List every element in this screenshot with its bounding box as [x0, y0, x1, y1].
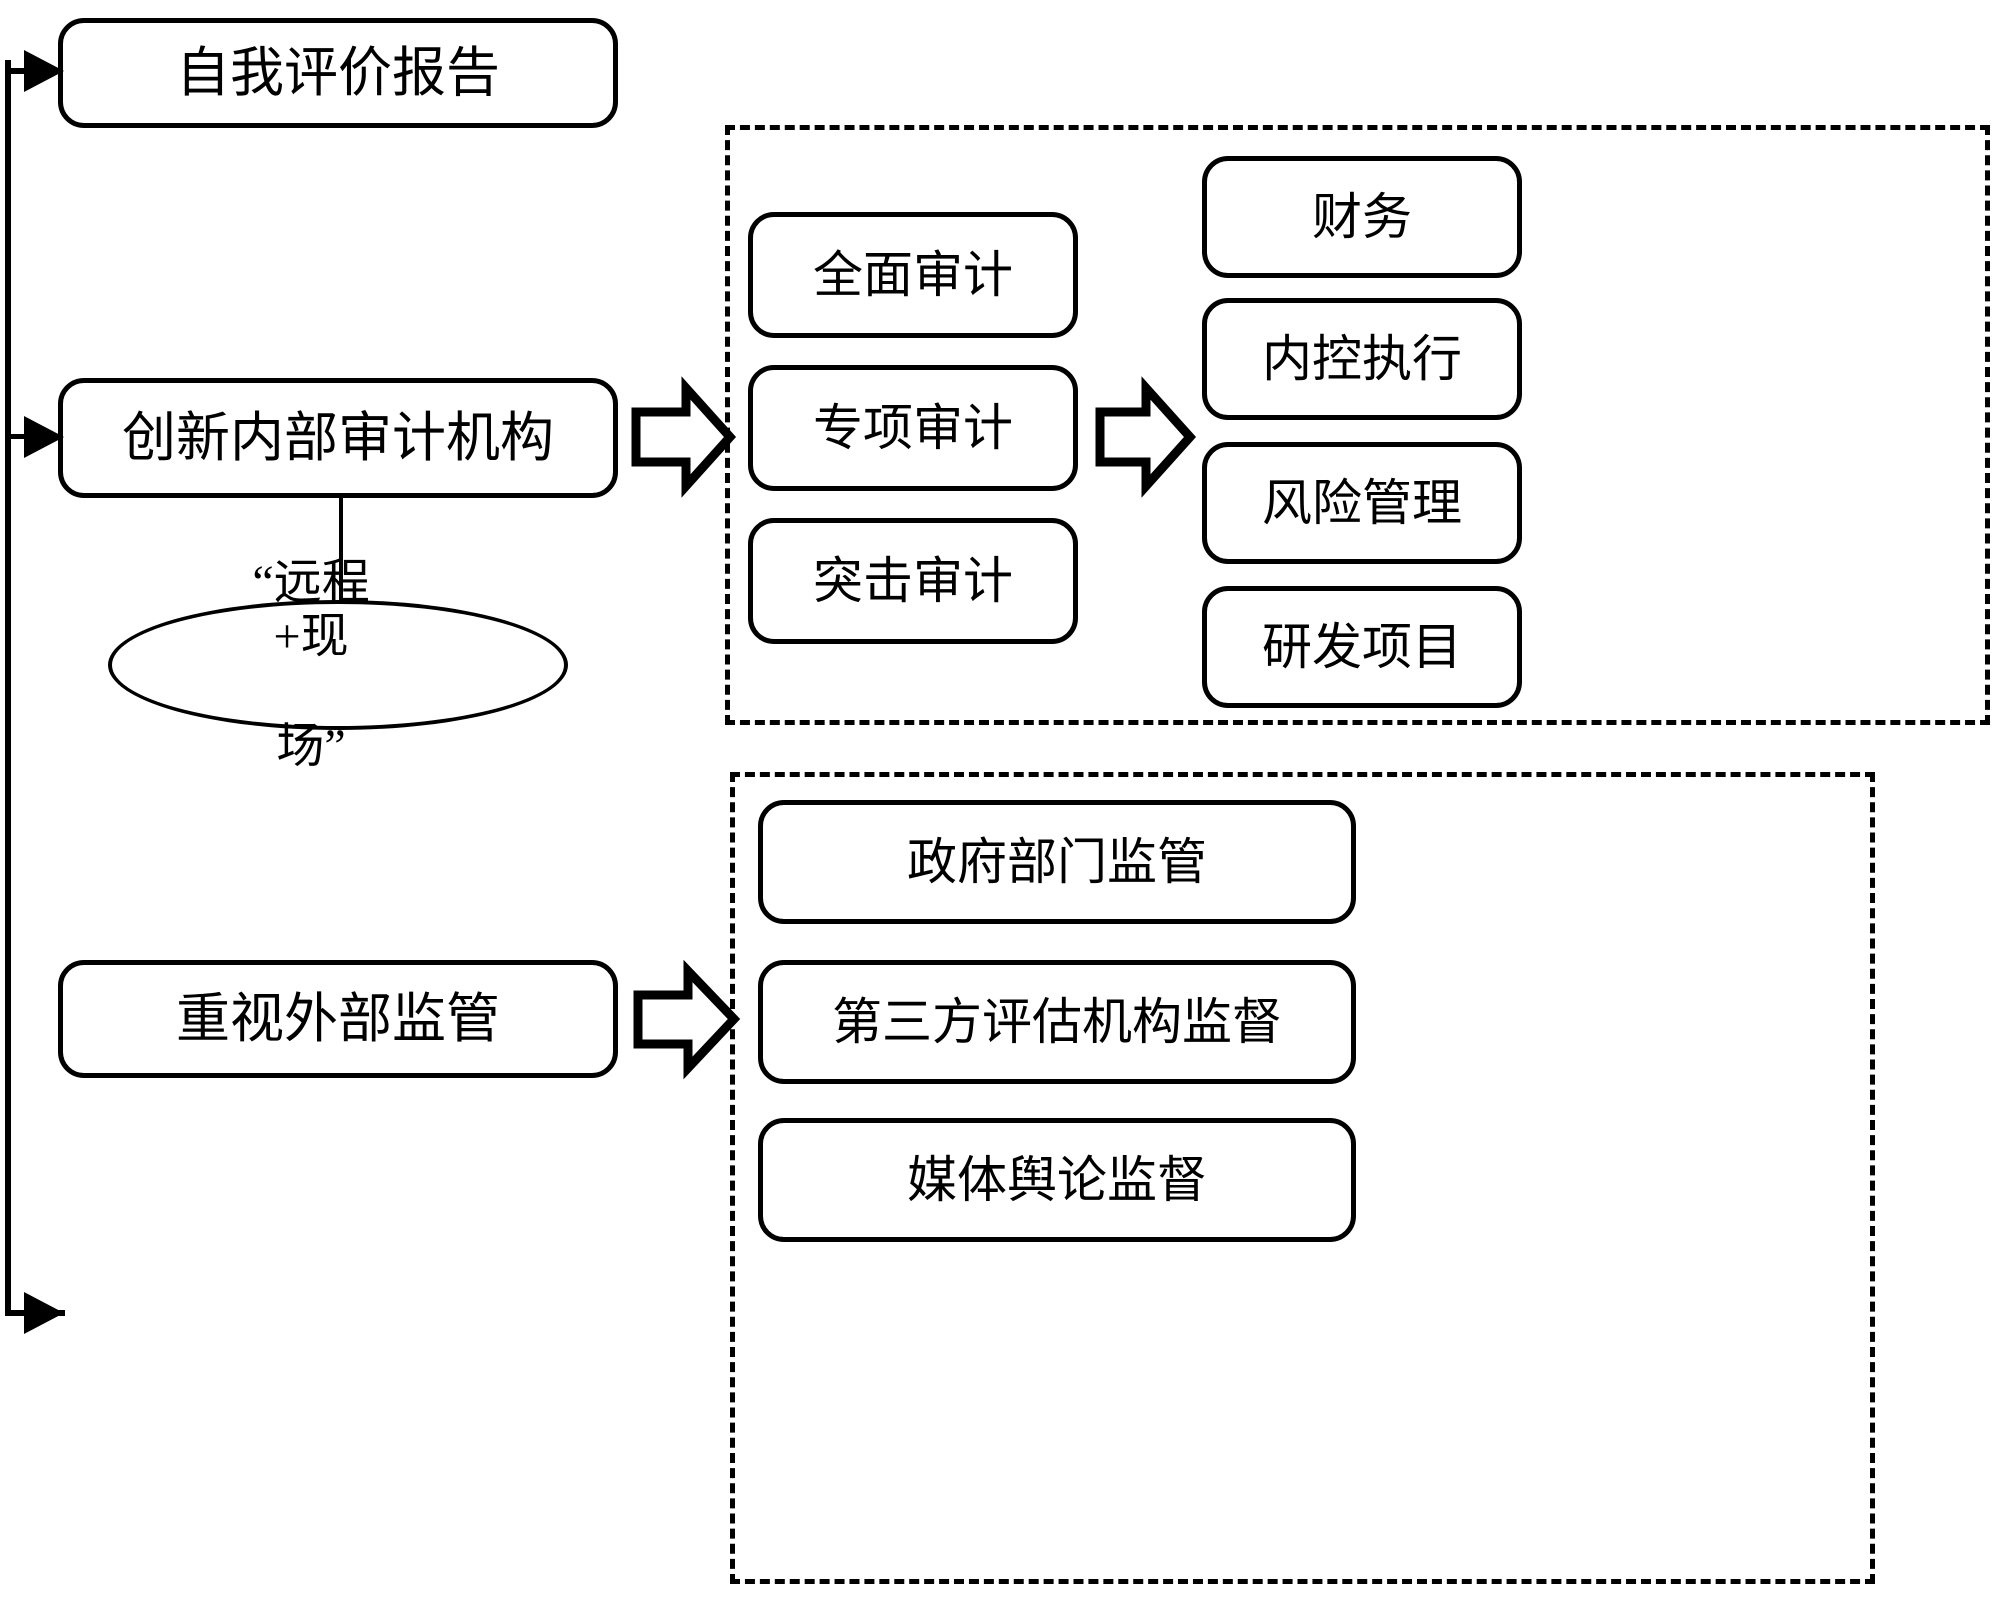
left-trunk-line: [5, 60, 11, 1315]
connector-org-to-ellipse: [339, 497, 343, 607]
node-audit-type-1[interactable]: 专项审计: [748, 365, 1078, 491]
node-remote-plus-onsite-ellipse[interactable]: “远程+现 场”: [108, 556, 568, 773]
node-supervision-2[interactable]: 媒体舆论监督: [758, 1118, 1356, 1242]
node-label: 内控执行: [1262, 331, 1462, 387]
supervision-group-container: [730, 772, 1875, 1584]
node-label: 研发项目: [1262, 619, 1462, 675]
block-right-arrow-icon-audit: [631, 376, 737, 498]
node-supervision-1[interactable]: 第三方评估机构监督: [758, 960, 1356, 1084]
block-right-arrow-icon-supervision: [633, 959, 741, 1080]
node-label: 政府部门监管: [907, 834, 1207, 890]
node-audit-type-0[interactable]: 全面审计: [748, 212, 1078, 338]
node-label: 媒体舆论监督: [907, 1152, 1207, 1208]
node-innovate-internal-audit[interactable]: 创新内部审计机构: [58, 378, 618, 498]
node-audit-type-2[interactable]: 突击审计: [748, 518, 1078, 644]
node-label: 全面审计: [813, 247, 1013, 303]
branch-line-bottom: [5, 1310, 65, 1316]
ellipse-label-line1: “远程+现: [252, 555, 370, 664]
node-label: 风险管理: [1262, 475, 1462, 531]
node-audit-scope-3[interactable]: 研发项目: [1202, 586, 1522, 708]
node-audit-scope-1[interactable]: 内控执行: [1202, 298, 1522, 420]
ellipse-label: “远程+现 场”: [242, 556, 434, 775]
node-label: 突击审计: [813, 553, 1013, 609]
branch-line-top: [5, 68, 65, 74]
node-value-external-supervision[interactable]: 重视外部监管: [58, 960, 618, 1078]
node-label: 第三方评估机构监督: [832, 994, 1282, 1050]
node-label: 自我评价报告: [176, 42, 500, 103]
node-audit-scope-2[interactable]: 风险管理: [1202, 442, 1522, 564]
node-supervision-0[interactable]: 政府部门监管: [758, 800, 1356, 924]
node-label: 财务: [1312, 189, 1412, 245]
node-audit-scope-0[interactable]: 财务: [1202, 156, 1522, 278]
ellipse-label-line2: 场”: [276, 719, 346, 773]
node-label: 重视外部监管: [176, 988, 500, 1049]
node-label: 专项审计: [813, 400, 1013, 456]
node-self-evaluation-report[interactable]: 自我评价报告: [58, 18, 618, 128]
node-label: 创新内部审计机构: [122, 407, 554, 468]
branch-line-middle: [5, 434, 65, 439]
